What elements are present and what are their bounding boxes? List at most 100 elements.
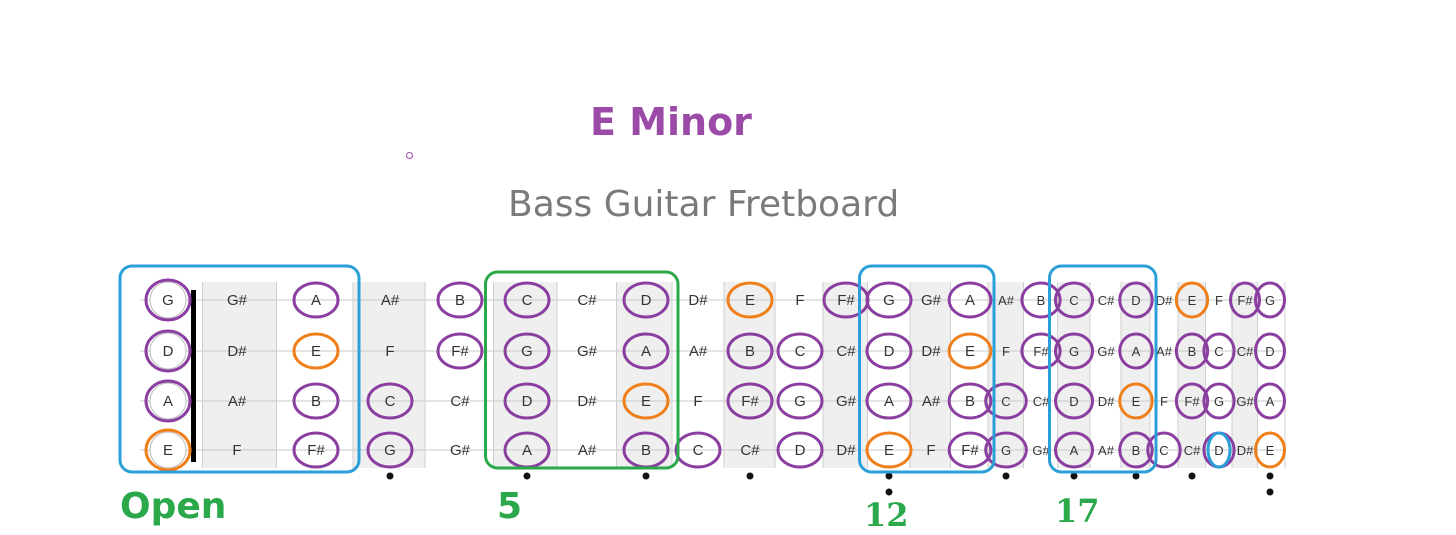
- scale-note-ring: [1118, 281, 1154, 319]
- note-label: D#: [921, 343, 941, 360]
- scale-note-ring: [1174, 382, 1210, 420]
- scale-note-ring: [436, 332, 484, 370]
- note-label: G#: [1236, 394, 1254, 409]
- scale-note-ring: [144, 278, 192, 322]
- note-label: E: [884, 442, 894, 459]
- fret-marker-dot: [523, 472, 531, 480]
- scale-note-ring: [1254, 382, 1286, 420]
- note-label: F#: [837, 292, 855, 309]
- scale-note-ring: [674, 431, 722, 469]
- note-label: D: [884, 343, 895, 360]
- note-label: C: [385, 393, 396, 410]
- note-label: F: [1215, 293, 1223, 308]
- note-label: A: [641, 343, 651, 360]
- note-label: G: [1214, 394, 1224, 409]
- note-label: A#: [228, 393, 247, 410]
- scale-note-ring: [776, 382, 824, 420]
- note-label: D: [1214, 443, 1223, 458]
- note-label: A: [522, 442, 532, 459]
- note-label: D#: [227, 343, 247, 360]
- note-label: F: [232, 442, 241, 459]
- note-label: G: [162, 292, 174, 309]
- scale-note-ring: [503, 382, 551, 420]
- note-label: B: [311, 393, 321, 410]
- note-label: B: [965, 393, 975, 410]
- fret-marker-dot: [746, 472, 754, 480]
- scale-note-ring: [776, 332, 824, 370]
- note-label: F#: [451, 343, 469, 360]
- note-label: F: [1002, 344, 1010, 359]
- note-label: A#: [381, 292, 400, 309]
- note-label: G: [1265, 293, 1275, 308]
- note-label: G: [384, 442, 396, 459]
- fret-shade: [1057, 282, 1090, 468]
- fret-shade: [1232, 282, 1258, 468]
- note-label: F: [1160, 394, 1168, 409]
- fret-shade: [493, 282, 557, 468]
- note-label: A#: [1156, 344, 1173, 359]
- fret-marker-dot: [1266, 472, 1274, 480]
- scale-note-ring: [1146, 431, 1182, 469]
- note-label: G#: [227, 292, 248, 309]
- note-label: B: [1037, 293, 1046, 308]
- note-label: E: [965, 343, 975, 360]
- scale-note-ring: [947, 281, 993, 319]
- note-label: C#: [1098, 293, 1115, 308]
- note-label: A: [1070, 443, 1079, 458]
- note-label: C: [1069, 293, 1078, 308]
- note-label: B: [1132, 443, 1141, 458]
- fret-marker-dot: [1002, 472, 1010, 480]
- note-label: G#: [921, 292, 942, 309]
- scale-note-ring: [292, 382, 340, 420]
- root-note-ring: [622, 382, 670, 420]
- fret-shade: [202, 282, 277, 468]
- fret-marker-dot: [386, 472, 394, 480]
- scale-note-ring: [1020, 281, 1062, 319]
- root-note-ring: [1174, 281, 1210, 319]
- root-note-ring: [947, 332, 993, 370]
- scale-note-ring: [1254, 332, 1286, 370]
- note-label: A#: [998, 293, 1015, 308]
- scale-note-ring: [1174, 332, 1210, 370]
- fret-marker-dot: [885, 472, 893, 480]
- note-label: E: [641, 393, 651, 410]
- fret-shade: [353, 282, 425, 468]
- note-label: C: [693, 442, 704, 459]
- scale-note-ring: [865, 382, 913, 420]
- note-label: C: [522, 292, 533, 309]
- note-label: C#: [1033, 394, 1050, 409]
- note-label: E: [1132, 394, 1141, 409]
- note-label: A: [884, 393, 894, 410]
- fret-marker-dot: [1266, 488, 1274, 496]
- note-label: C#: [450, 393, 470, 410]
- note-label: C#: [836, 343, 856, 360]
- note-label: D: [1265, 344, 1274, 359]
- scale-note-ring: [292, 281, 340, 319]
- note-label: F#: [1033, 344, 1049, 359]
- fret-shade: [1178, 282, 1206, 468]
- note-label: B: [641, 442, 651, 459]
- scale-note-ring: [366, 431, 414, 469]
- fret-marker-dot: [1188, 472, 1196, 480]
- note-label: A#: [578, 442, 597, 459]
- position-label-17: 17: [1055, 492, 1100, 530]
- note-label: B: [455, 292, 465, 309]
- note-label: G#: [1097, 344, 1115, 359]
- open-string-circle: [149, 382, 187, 420]
- scale-note-ring: [776, 431, 824, 469]
- position-label-12: 12: [864, 496, 909, 534]
- note-label: B: [745, 343, 755, 360]
- scale-note-ring: [1202, 382, 1236, 420]
- root-note-ring: [1254, 431, 1286, 469]
- scale-note-ring: [1053, 281, 1095, 319]
- root-note-ring: [144, 428, 192, 472]
- scale-note-ring: [622, 281, 670, 319]
- note-label: A: [1132, 344, 1141, 359]
- scale-note-ring: [1118, 332, 1154, 370]
- scale-note-ring: [1118, 431, 1154, 469]
- scale-note-ring: [1053, 332, 1095, 370]
- note-label: G: [1069, 344, 1079, 359]
- scale-note-ring: [622, 332, 670, 370]
- root-note-ring: [1118, 382, 1154, 420]
